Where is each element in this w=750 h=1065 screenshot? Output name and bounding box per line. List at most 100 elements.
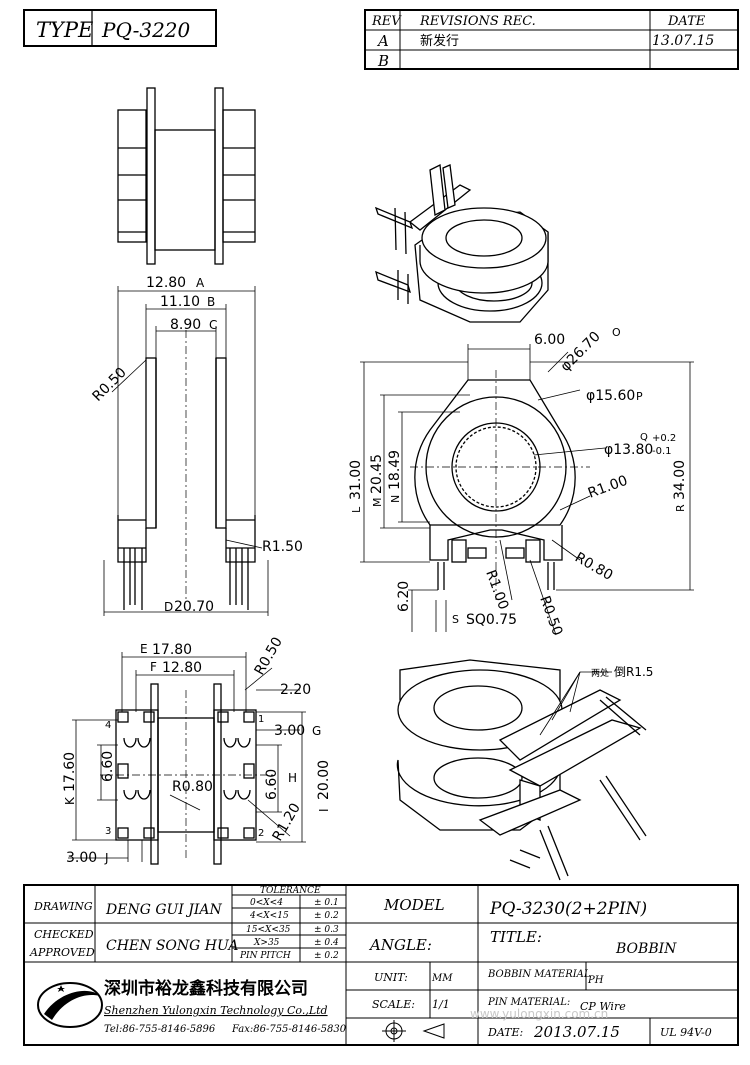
- dim-r0-50-bottom: R0.50: [252, 635, 286, 678]
- ul-rating: UL 94V-0: [660, 1026, 712, 1039]
- dim-tol-minus: -0.1: [652, 446, 672, 457]
- pin-material-value: CP Wire: [580, 1000, 626, 1013]
- tol-value-4: ± 0.4: [314, 938, 339, 948]
- tol-value-5: ± 0.2: [314, 951, 339, 961]
- dim-r0-80-bottom: R0.80: [172, 779, 213, 795]
- company-name-cn: 深圳市裕龙鑫科技有限公司: [104, 978, 308, 999]
- scale-value: 1/1: [432, 998, 450, 1011]
- side-view: [117, 330, 256, 610]
- tol-value-3: ± 0.3: [314, 925, 339, 935]
- dim-dia-13-80: φ13.80: [604, 442, 653, 458]
- dim-31-00: 31.00: [348, 460, 364, 500]
- rev-column-header: REV: [371, 14, 402, 29]
- tol-range-4: X>35: [253, 938, 280, 948]
- marker-r: R: [674, 504, 687, 512]
- dim-6-20: 6.20: [396, 581, 412, 612]
- marker-a: A: [196, 276, 205, 290]
- marker-s: S: [452, 613, 459, 626]
- dim-20-70: 20.70: [174, 599, 214, 615]
- isometric-view-upper: [374, 164, 549, 323]
- date-column-header: DATE: [667, 14, 706, 29]
- tol-range-3: 15<X<35: [246, 925, 291, 935]
- dim-17-60: 17.60: [62, 752, 78, 792]
- dim-8-90: 8.90: [170, 317, 201, 333]
- angle-label: ANGLE:: [368, 936, 432, 954]
- watermark: www.yulongxin.com.cn: [470, 1007, 608, 1021]
- tol-range-2: 4<X<15: [249, 911, 289, 921]
- company-name-en: Shenzhen Yulongxin Technology Co.,Ltd: [104, 1004, 328, 1017]
- top-dimension-lines: [360, 344, 694, 636]
- title-label: TITLE:: [490, 928, 542, 946]
- marker-e: E: [140, 642, 148, 656]
- dim-dia-15-60: φ15.60: [586, 388, 635, 404]
- tol-value-1: ± 0.1: [314, 898, 339, 908]
- dim-11-10: 11.10: [160, 294, 200, 310]
- model-label: MODEL: [383, 896, 445, 914]
- marker-k: K: [63, 796, 77, 805]
- header-block: [23, 9, 739, 70]
- revisions-column-header: REVISIONS REC.: [419, 14, 536, 29]
- drawing-name: DENG GUI JIAN: [105, 902, 223, 918]
- front-elevation-view: [117, 87, 256, 265]
- marker-j: J: [104, 851, 109, 865]
- approved-label: APPROVED: [29, 946, 95, 959]
- dim-34-00: 34.00: [672, 460, 688, 500]
- dim-20-45: 20.45: [369, 454, 385, 494]
- type-label: TYPE: [36, 18, 93, 42]
- dim-6-60-left: 6.60: [100, 751, 116, 782]
- tolerance-title: TOLERANCE: [260, 886, 321, 896]
- dim-sq0-75: SQ0.75: [466, 612, 517, 628]
- dim-2-20: 2.20: [280, 682, 311, 698]
- bottom-view: [100, 683, 275, 865]
- iso-callout-lines: [539, 671, 612, 736]
- dim-r1-20: R1.20: [270, 801, 304, 844]
- title-block: [23, 884, 739, 1046]
- dim-r0-50-pin: R0.50: [536, 594, 565, 638]
- date-value: 2013.07.15: [533, 1023, 620, 1041]
- dim-6-60-right: 6.60: [264, 769, 280, 800]
- pin-number-2: 2: [258, 828, 264, 839]
- dim-17-80: 17.80: [152, 642, 192, 658]
- pin-number-3: 3: [105, 826, 111, 837]
- scale-label: SCALE:: [372, 998, 415, 1011]
- marker-d: D: [164, 600, 173, 614]
- dim-12-80: 12.80: [146, 275, 186, 291]
- marker-f: F: [150, 660, 157, 674]
- revision-row-a-rev: A: [376, 32, 389, 50]
- bobbin-material-label: BOBBIN MATERIAL: [487, 969, 591, 980]
- tol-value-2: ± 0.2: [314, 911, 339, 921]
- dim-r1-50: R1.50: [262, 539, 303, 555]
- marker-g: G: [312, 724, 321, 738]
- dim-r1-00-top: R1.00: [586, 473, 630, 502]
- title-value: BOBBIN: [615, 941, 677, 957]
- dim-tol-plus: +0.2: [652, 433, 676, 444]
- isometric-view-lower: [396, 659, 647, 881]
- model-value: PQ-3230(2+2PIN): [489, 899, 647, 919]
- top-view: [410, 370, 590, 600]
- marker-o: O: [612, 326, 621, 339]
- marker-i: I: [317, 808, 331, 812]
- iso-note-prefix: 两处: [591, 667, 609, 679]
- bottom-dimension-lines: [68, 652, 306, 862]
- unit-label: UNIT:: [374, 971, 408, 984]
- marker-h: H: [288, 771, 297, 785]
- dim-12-80-bottom: 12.80: [162, 660, 202, 676]
- unit-value: MM: [431, 973, 453, 984]
- checked-label: CHECKED: [34, 928, 94, 941]
- pin-number-4: 4: [105, 720, 111, 731]
- company-fax: Fax:86-755-8146-5830: [231, 1024, 347, 1035]
- marker-n: N: [389, 495, 402, 503]
- dim-18-49: 18.49: [387, 450, 403, 490]
- side-dimension-lines: [103, 286, 269, 616]
- iso-note-chamfer: 倒R1.5: [614, 665, 653, 679]
- type-value: PQ-3220: [101, 18, 191, 42]
- revision-row-b-rev: B: [377, 52, 389, 70]
- pin-number-1: 1: [258, 714, 264, 725]
- marker-m: M: [371, 498, 384, 508]
- pin-material-label: PIN MATERIAL:: [487, 997, 570, 1008]
- dim-3-00-j: 3.00: [66, 850, 97, 866]
- bobbin-material-value: PH: [587, 975, 604, 986]
- marker-l: L: [350, 506, 363, 513]
